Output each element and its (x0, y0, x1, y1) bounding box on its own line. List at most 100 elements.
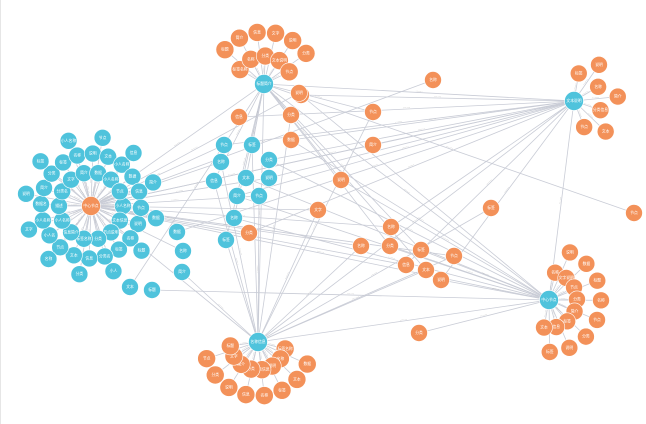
cluster-node[interactable]: 小人名称 (53, 211, 71, 230)
cluster-node-circle[interactable] (121, 229, 140, 248)
cluster-node[interactable]: 说明 (561, 243, 579, 262)
cluster-node-circle[interactable] (296, 44, 316, 63)
cluster-node[interactable]: 信息 (247, 23, 267, 42)
cluster-node[interactable]: 节点说明 (102, 223, 120, 242)
graph-node[interactable]: 数据 (168, 223, 186, 241)
cluster-node-circle[interactable] (540, 343, 559, 361)
cluster-node[interactable]: 简介 (230, 28, 249, 48)
graph-node-circle[interactable] (290, 84, 308, 102)
cluster-node[interactable]: 标题 (588, 271, 607, 290)
cluster-node[interactable]: 简介 (144, 173, 162, 192)
graph-node-circle[interactable] (445, 247, 463, 265)
graph-node-circle[interactable] (250, 187, 268, 205)
cluster-node[interactable]: 节点 (93, 128, 112, 147)
cluster-node[interactable]: 节点 (111, 182, 129, 201)
hub-node-circle[interactable] (254, 74, 274, 94)
cluster-node[interactable]: 标签 (54, 153, 72, 172)
graph-node[interactable]: 文本 (417, 261, 435, 279)
cluster-node-circle[interactable] (283, 31, 302, 50)
graph-node[interactable]: 简介 (173, 263, 191, 281)
graph-node-circle[interactable] (260, 151, 278, 169)
graph-node[interactable]: 名称 (174, 242, 192, 260)
graph-node-circle[interactable] (625, 204, 643, 222)
graph-node-circle[interactable] (215, 136, 233, 154)
cluster-node-circle[interactable] (132, 241, 151, 260)
graph-node[interactable]: 信息 (397, 256, 415, 274)
graph-node-circle[interactable] (364, 103, 382, 121)
cluster-node-circle[interactable] (561, 243, 579, 262)
graph-node[interactable]: 简介 (228, 187, 246, 205)
cluster-node[interactable]: 文本 (596, 122, 615, 141)
cluster-node[interactable]: 标题 (132, 241, 151, 260)
graph-node[interactable]: 标签 (412, 241, 430, 259)
cluster-node-circle[interactable] (40, 226, 59, 245)
cluster-node-circle[interactable] (113, 155, 131, 174)
graph-node-circle[interactable] (332, 171, 350, 189)
cluster-node-circle[interactable] (592, 291, 610, 310)
cluster-node[interactable]: 数据 (147, 209, 165, 227)
graph-node-circle[interactable] (381, 237, 399, 255)
cluster-node[interactable]: 标签 (31, 152, 50, 171)
cluster-node-circle[interactable] (297, 354, 317, 374)
cluster-node-circle[interactable] (31, 152, 50, 171)
graph-node-circle[interactable] (228, 187, 246, 205)
graph-node-circle[interactable] (397, 256, 415, 274)
cluster-node-circle[interactable] (266, 24, 285, 43)
cluster-node-circle[interactable] (93, 128, 112, 147)
cluster-node[interactable]: 分类 (42, 164, 61, 183)
cluster-node[interactable]: 分类 (205, 365, 225, 385)
cluster-node[interactable]: 信息 (80, 249, 99, 268)
cluster-node-circle[interactable] (20, 220, 38, 239)
cluster-node[interactable]: 标题 (215, 40, 235, 59)
graph-node[interactable]: 分类 (260, 151, 278, 169)
graph-node-circle[interactable] (243, 136, 261, 154)
hub-node-circle[interactable] (539, 290, 559, 310)
graph-node[interactable]: 分类 (381, 237, 399, 255)
cluster-node[interactable]: 说明 (560, 339, 579, 357)
graph-node[interactable]: 说明 (332, 171, 350, 189)
cluster-node-circle[interactable] (147, 209, 165, 227)
graph-node[interactable]: 名称 (212, 153, 230, 171)
graph-node-circle[interactable] (174, 242, 192, 260)
graph-node-circle[interactable] (168, 223, 186, 241)
graph-node[interactable]: 文字 (309, 201, 327, 219)
graph-node[interactable]: 标签 (217, 231, 235, 249)
graph-node-circle[interactable] (173, 263, 191, 281)
graph-node-circle[interactable] (482, 199, 500, 217)
cluster-node[interactable]: 名称 (68, 146, 87, 165)
cluster-node[interactable]: 标签 (110, 240, 128, 259)
cluster-node[interactable]: 说明 (83, 144, 102, 163)
cluster-node[interactable]: 文本 (65, 246, 83, 265)
cluster-node-circle[interactable] (588, 271, 607, 290)
cluster-node-circle[interactable] (591, 101, 610, 119)
graph-node[interactable]: 分类 (240, 224, 258, 242)
cluster-node[interactable]: 标签 (540, 343, 559, 361)
cluster-node[interactable]: 节点 (588, 311, 606, 329)
cluster-node-circle[interactable] (535, 318, 553, 337)
cluster-node-circle[interactable] (51, 238, 69, 257)
graph-node[interactable]: 名称 (352, 237, 370, 255)
hub-node-circle[interactable] (248, 332, 268, 352)
graph-node[interactable]: 节点 (625, 204, 643, 222)
cluster-node-circle[interactable] (215, 40, 235, 59)
cluster-node-circle[interactable] (35, 179, 53, 197)
cluster-node-circle[interactable] (255, 386, 274, 405)
cluster-node[interactable]: 小人 (104, 262, 123, 280)
cluster-node[interactable]: 说明 (219, 378, 239, 397)
cluster-node-circle[interactable] (608, 87, 627, 106)
hub-node[interactable]: 中心节点 (81, 196, 101, 216)
graph-node-circle[interactable] (205, 172, 223, 190)
graph-node-circle[interactable] (237, 169, 255, 187)
hub-node-circle[interactable] (564, 91, 584, 111)
hub-node[interactable]: 中心节点 (539, 290, 559, 310)
graph-node[interactable]: 说明 (260, 169, 278, 187)
cluster-node[interactable]: 文字 (20, 220, 38, 239)
graph-node[interactable]: 说明 (290, 84, 308, 102)
cluster-node[interactable]: 节点 (279, 62, 299, 82)
cluster-node[interactable]: 节点 (51, 238, 69, 257)
cluster-node[interactable]: 说明 (590, 55, 608, 74)
cluster-node[interactable]: 简介 (35, 179, 53, 197)
cluster-node-circle[interactable] (560, 339, 579, 357)
cluster-node[interactable]: 名称 (39, 250, 58, 268)
graph-node[interactable]: 信息 (230, 108, 248, 126)
